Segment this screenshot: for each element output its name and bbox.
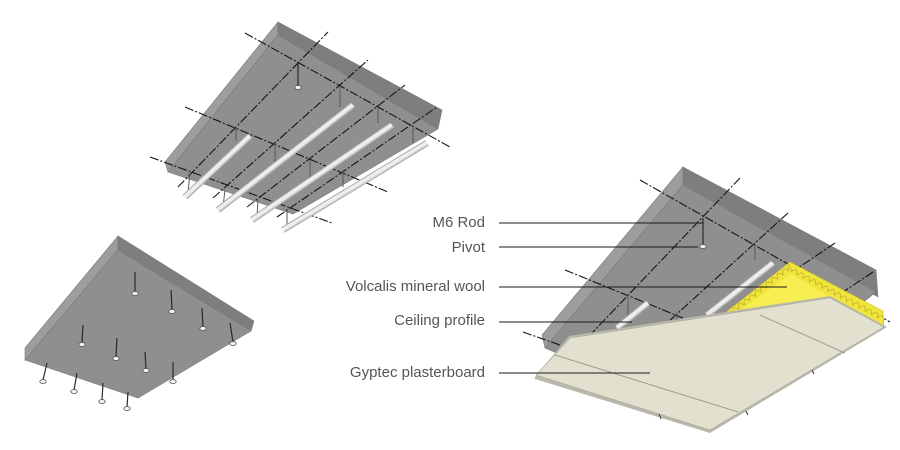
setting-out-line [246, 84, 406, 208]
profile-groove [219, 105, 355, 212]
hanger [187, 172, 191, 193]
rod [115, 337, 118, 358]
pivot-icon [39, 379, 47, 384]
setting-out-line [276, 106, 438, 218]
pivot-icon [699, 244, 707, 249]
setting-out-line [177, 31, 329, 188]
pivot-icon [168, 309, 176, 314]
pivot-icon [112, 356, 120, 361]
rods-group [39, 272, 237, 411]
profile-groove [618, 303, 650, 330]
pivot-icon [98, 399, 106, 404]
profile-groove [253, 125, 394, 222]
labels-group: M6 Rod Pivot Volcalis mineral wool Ceili… [346, 214, 787, 381]
slab-underside [24, 249, 252, 399]
setting-out-line [212, 59, 369, 199]
screw-mark [745, 410, 749, 416]
rod [144, 351, 147, 370]
profile-groove [708, 263, 775, 317]
screw-mark [811, 369, 815, 375]
profile-groove [284, 143, 429, 232]
rod [201, 307, 204, 328]
view-completed-ceiling [522, 166, 891, 433]
view-slab-with-profiles [149, 21, 451, 233]
setting-out-lines [149, 31, 451, 224]
screw-mark [658, 413, 662, 420]
setting-out-line [666, 212, 789, 324]
profile-body [216, 103, 355, 212]
setting-out-line [639, 179, 891, 323]
setting-out-lines [522, 177, 891, 346]
slab-underside [167, 34, 439, 215]
rod [81, 324, 84, 344]
rod [42, 362, 48, 381]
label-plasterboard: Gyptec plasterboard [350, 364, 485, 381]
mineral-wool-face [742, 274, 829, 309]
profiles-group [182, 102, 429, 233]
label-m6-rod: M6 Rod [432, 214, 485, 231]
pivot-icon [123, 406, 131, 411]
plasterboard [535, 296, 887, 433]
plasterboard-joint [759, 314, 846, 354]
label-ceiling-profile: Ceiling profile [394, 312, 485, 329]
ceiling-profile [704, 260, 776, 318]
pivot-icon [78, 342, 86, 347]
pivot-icon [199, 326, 207, 331]
profile-groove [186, 136, 252, 199]
pivot-icon [142, 368, 150, 373]
ceiling-profile [250, 122, 394, 223]
profile-body [250, 123, 394, 222]
setting-out-line [244, 32, 451, 148]
ceiling-profile [281, 140, 429, 233]
profile-body [705, 261, 775, 317]
setting-out-line [522, 331, 561, 346]
view-slab-with-rods [24, 235, 255, 411]
ceiling-profile [216, 102, 355, 213]
setting-out-line [842, 271, 874, 293]
setting-out-line [564, 269, 684, 319]
label-mineral-wool: Volcalis mineral wool [346, 278, 485, 295]
plasterboard-joint [554, 354, 739, 413]
rod [170, 289, 173, 311]
setting-out-line [184, 106, 389, 193]
pivot-icon [229, 341, 237, 346]
pivot-icon [169, 379, 177, 384]
ceiling-profile [614, 300, 651, 331]
rod [73, 372, 78, 391]
pivot-icon [131, 291, 139, 296]
profile-body [183, 134, 252, 199]
plasterboard-face [535, 297, 885, 431]
rod [126, 391, 129, 408]
mineral-wool-texture-right [790, 262, 884, 328]
setting-out-line [797, 242, 836, 269]
slab-edge-right [682, 166, 879, 298]
profile-body [615, 301, 650, 330]
rod [229, 322, 234, 343]
setting-out-line [591, 177, 741, 334]
pivot-icon [294, 85, 302, 90]
pivot-icon [70, 389, 78, 394]
profiles-group [614, 260, 776, 331]
ceiling-profile [182, 133, 253, 200]
rod [101, 382, 104, 401]
label-pivot: Pivot [452, 239, 486, 256]
profile-body [281, 141, 429, 232]
